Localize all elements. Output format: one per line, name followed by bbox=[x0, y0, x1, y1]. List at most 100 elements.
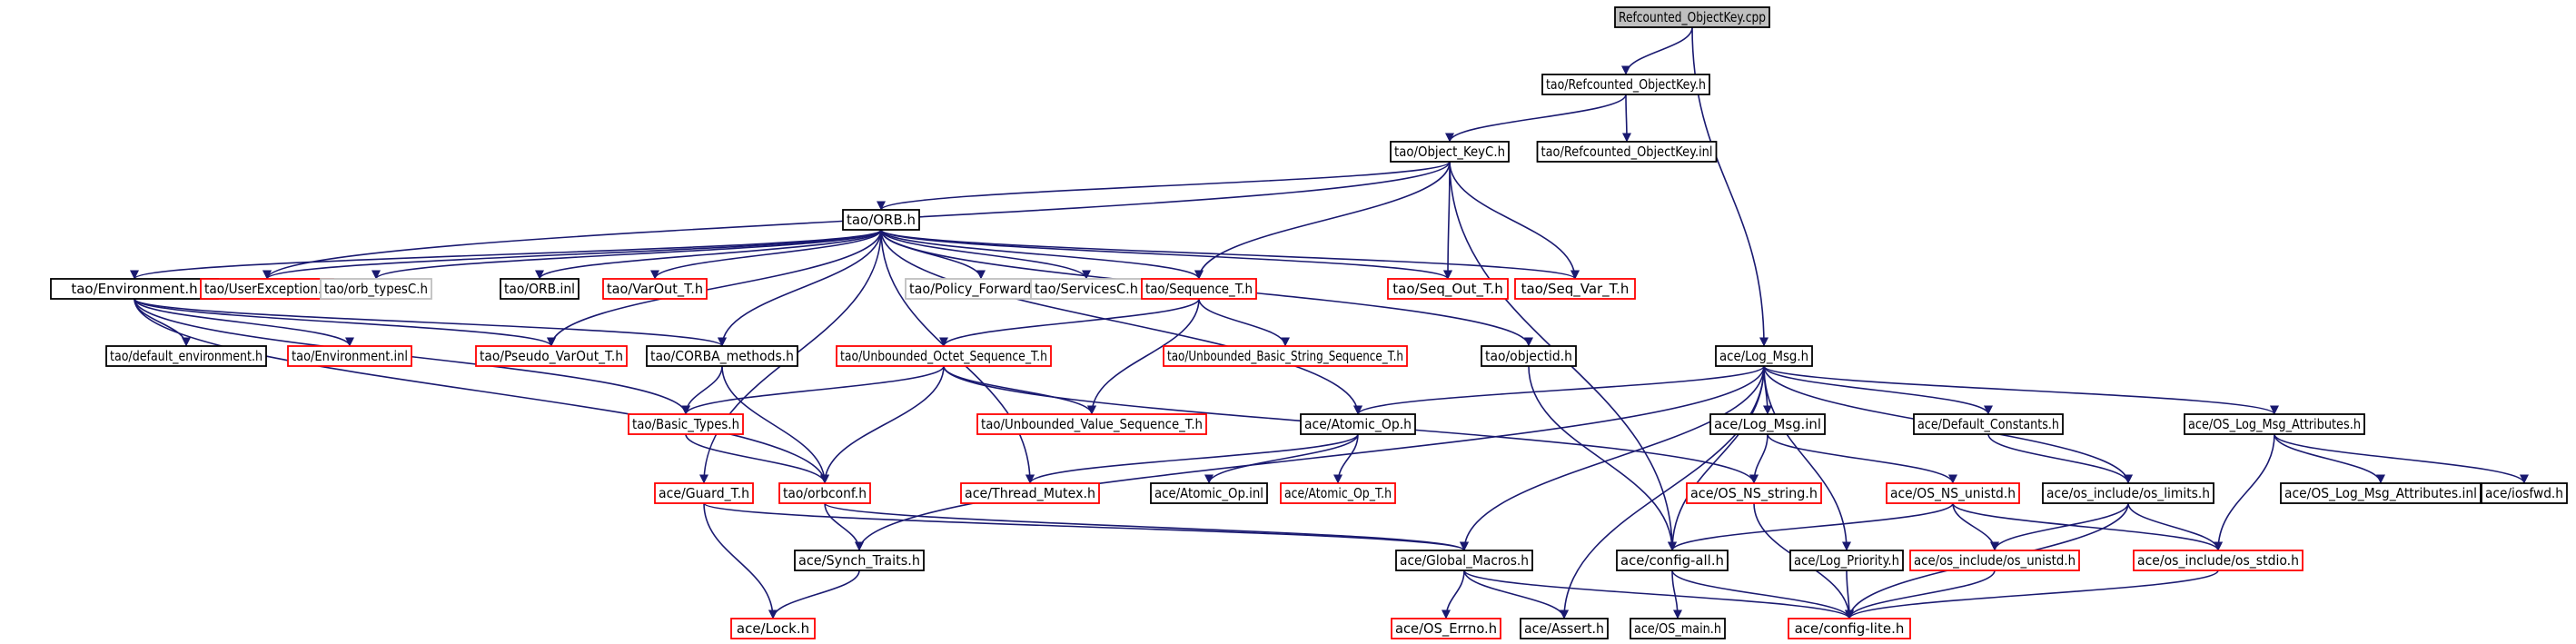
node-box bbox=[1686, 482, 1822, 504]
node-lock_h[interactable]: ace/Lock.h bbox=[730, 618, 816, 639]
edge-os_unistd-to-config_lite bbox=[1845, 570, 1996, 619]
node-sequence_t[interactable]: tao/Sequence_T.h bbox=[1141, 278, 1257, 300]
edge-orb_h-to-orb_typesc bbox=[372, 229, 882, 280]
node-atomic_op_t[interactable]: ace/Atomic_Op_T.h bbox=[1280, 482, 1396, 504]
node-log_msg[interactable]: ace/Log_Msg.h bbox=[1715, 345, 1813, 367]
node-box bbox=[1709, 413, 1826, 435]
node-env_inl[interactable]: tao/Environment.inl bbox=[287, 345, 412, 367]
node-config_all[interactable]: ace/config-all.h bbox=[1616, 550, 1729, 571]
edge-orb_h-to-corba_methods bbox=[718, 229, 882, 347]
edge-config_all-to-os_main bbox=[1671, 570, 1682, 619]
edge-orb_h-to-seq_var bbox=[880, 229, 1580, 280]
node-varout[interactable]: tao/VarOut_T.h bbox=[602, 278, 708, 300]
node-corba_methods[interactable]: tao/CORBA_methods.h bbox=[646, 345, 798, 367]
node-os_ns_string[interactable]: ace/OS_NS_string.h bbox=[1686, 482, 1822, 504]
node-thread_mutex[interactable]: ace/Thread_Mutex.h bbox=[960, 482, 1100, 504]
node-servicesc[interactable]: tao/ServicesC.h bbox=[1030, 278, 1143, 300]
node-box bbox=[1280, 482, 1396, 504]
node-unb_value[interactable]: tao/Unbounded_Value_Sequence_T.h bbox=[976, 413, 1207, 435]
node-unb_octet[interactable]: tao/Unbounded_Octet_Sequence_T.h bbox=[836, 345, 1052, 367]
node-label: tao/Seq_Out_T.h bbox=[1392, 281, 1502, 298]
node-os_ns_unistd[interactable]: ace/OS_NS_unistd.h bbox=[1886, 482, 2020, 504]
node-global_macros[interactable]: ace/Global_Macros.h bbox=[1395, 550, 1533, 571]
edge-global_macros-to-config_lite bbox=[1463, 570, 1854, 619]
node-box bbox=[1395, 550, 1533, 571]
node-orb_typesc[interactable]: tao/orb_typesC.h bbox=[320, 278, 432, 300]
edge-os_stdio-to-config_lite bbox=[1845, 570, 2219, 619]
node-os_unistd[interactable]: ace/os_include/os_unistd.h bbox=[1909, 550, 2080, 571]
node-label: ace/Log_Priority.h bbox=[1794, 552, 1899, 570]
node-box bbox=[1789, 550, 1904, 571]
node-tao_refkey_inl[interactable]: tao/Refcounted_ObjectKey.inl bbox=[1536, 141, 1718, 163]
node-tao_refkey_h[interactable]: tao/Refcounted_ObjectKey.h bbox=[1541, 74, 1710, 95]
node-atomic_op_inl[interactable]: ace/Atomic_Op.inl bbox=[1150, 482, 1268, 504]
node-box bbox=[320, 278, 432, 300]
edge-object_keyc-to-seq_out bbox=[1443, 161, 1453, 280]
node-log_priority[interactable]: ace/Log_Priority.h bbox=[1789, 550, 1904, 571]
node-box bbox=[730, 618, 816, 639]
edge-orb_h-to-seq_out bbox=[880, 229, 1452, 280]
node-pseudo_varout[interactable]: tao/Pseudo_VarOut_T.h bbox=[475, 345, 628, 367]
edge-object_keyc-to-seq_var bbox=[1449, 161, 1580, 280]
edge-orb_h-to-varout bbox=[650, 229, 882, 280]
node-label: tao/Refcounted_ObjectKey.h bbox=[1546, 76, 1706, 94]
edge-os_limits-to-os_stdio bbox=[2127, 502, 2223, 551]
node-label: tao/Sequence_T.h bbox=[1145, 281, 1253, 298]
node-iosfwd[interactable]: ace/iosfwd.h bbox=[2481, 482, 2568, 504]
edge-object_keyc-to-orb_h bbox=[877, 161, 1451, 211]
node-label: tao/ORB.inl bbox=[504, 281, 575, 297]
node-atomic_op[interactable]: ace/Atomic_Op.h bbox=[1300, 413, 1416, 435]
node-os_log_msg_attr_inl[interactable]: ace/OS_Log_Msg_Attributes.inl bbox=[2280, 482, 2482, 504]
node-label: ace/Assert.h bbox=[1524, 620, 1604, 637]
node-label: ace/Synch_Traits.h bbox=[798, 552, 920, 570]
node-box bbox=[2133, 550, 2304, 571]
edge-global_macros-to-assert_h bbox=[1463, 570, 1569, 619]
node-guard_t[interactable]: ace/Guard_T.h bbox=[654, 482, 754, 504]
edge-unb_octet-to-orbconf bbox=[820, 365, 945, 484]
node-box bbox=[1520, 618, 1609, 639]
edge-unb_octet-to-unb_value bbox=[943, 365, 1096, 415]
node-box bbox=[778, 482, 871, 504]
edge-basic_types-to-orbconf bbox=[685, 433, 829, 484]
node-box bbox=[1387, 278, 1509, 300]
node-label: ace/Atomic_Op.h bbox=[1304, 416, 1412, 433]
edge-os_log_msg_attr-to-os_log_msg_attr_inl bbox=[2274, 433, 2385, 484]
node-environment_h[interactable]: tao/Environment.h bbox=[50, 278, 219, 300]
node-objectid[interactable]: tao/objectid.h bbox=[1481, 345, 1577, 367]
node-default_constants[interactable]: ace/Default_Constants.h bbox=[1913, 413, 2064, 435]
node-assert_h[interactable]: ace/Assert.h bbox=[1520, 618, 1609, 639]
node-os_log_msg_attr[interactable]: ace/OS_Log_Msg_Attributes.h bbox=[2184, 413, 2365, 435]
node-orbconf[interactable]: tao/orbconf.h bbox=[778, 482, 871, 504]
node-os_main[interactable]: ace/OS_main.h bbox=[1630, 618, 1726, 639]
node-basic_types[interactable]: tao/Basic_Types.h bbox=[628, 413, 744, 435]
node-os_errno[interactable]: ace/OS_Errno.h bbox=[1391, 618, 1501, 639]
node-box bbox=[1788, 618, 1911, 639]
node-os_stdio[interactable]: ace/os_include/os_stdio.h bbox=[2133, 550, 2304, 571]
edge-tao_refkey_h-to-object_keyc bbox=[1445, 94, 1627, 143]
node-userexception[interactable]: tao/UserException.h bbox=[200, 278, 334, 300]
node-orb_inl[interactable]: tao/ORB.inl bbox=[500, 278, 580, 300]
node-box bbox=[1141, 278, 1257, 300]
node-seq_out[interactable]: tao/Seq_Out_T.h bbox=[1387, 278, 1509, 300]
node-os_limits[interactable]: ace/os_include/os_limits.h bbox=[2042, 482, 2214, 504]
node-seq_var[interactable]: tao/Seq_Var_T.h bbox=[1514, 278, 1636, 300]
node-object_keyc[interactable]: tao/Object_KeyC.h bbox=[1390, 141, 1510, 163]
edge-orbconf-to-global_macros bbox=[824, 502, 1469, 551]
node-root[interactable]: Refcounted_ObjectKey.cpp bbox=[1614, 6, 1770, 28]
node-default_env[interactable]: tao/default_environment.h bbox=[105, 345, 267, 367]
node-label: tao/VarOut_T.h bbox=[607, 281, 703, 298]
node-orb_h[interactable]: tao/ORB.h bbox=[842, 209, 920, 231]
header-nodes: Refcounted_ObjectKey.cpp tao/Refcounted_O… bbox=[50, 6, 2568, 639]
edge-atomic_op-to-atomic_op_inl bbox=[1204, 433, 1359, 484]
node-synch_traits[interactable]: ace/Synch_Traits.h bbox=[794, 550, 925, 571]
node-config_lite[interactable]: ace/config-lite.h bbox=[1788, 618, 1911, 639]
node-label: ace/os_include/os_unistd.h bbox=[1914, 552, 2076, 570]
edge-orb_h-to-userexception bbox=[263, 229, 882, 280]
node-unb_basic_string[interactable]: tao/Unbounded_Basic_String_Sequence_T.h bbox=[1163, 345, 1408, 367]
node-log_msg_inl[interactable]: ace/Log_Msg.inl bbox=[1709, 413, 1826, 435]
node-box bbox=[1913, 413, 2064, 435]
node-policy_forward[interactable]: tao/Policy_ForwardC.h bbox=[905, 278, 1057, 300]
edge-synch_traits-to-lock_h bbox=[768, 570, 860, 619]
node-label: tao/objectid.h bbox=[1485, 348, 1572, 364]
